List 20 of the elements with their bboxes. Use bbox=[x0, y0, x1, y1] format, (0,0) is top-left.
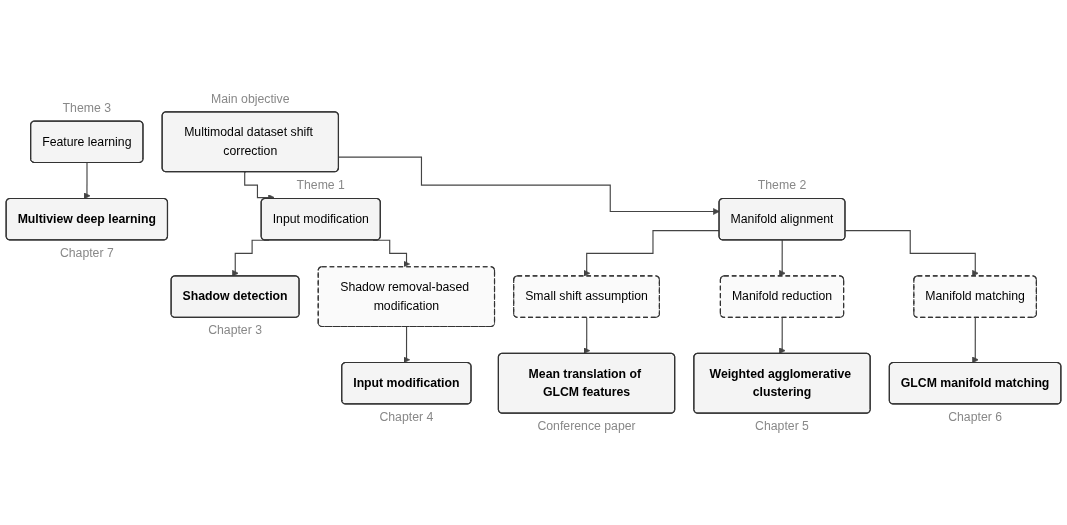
node-label: Theme 1 bbox=[296, 178, 345, 192]
arrow bbox=[972, 317, 979, 364]
arrow bbox=[244, 171, 275, 201]
arrow bbox=[778, 317, 786, 355]
arrow bbox=[583, 230, 720, 277]
node-label: Conference paper bbox=[537, 419, 636, 433]
node-label: Theme 3 bbox=[62, 101, 112, 115]
node-label: Chapter 5 bbox=[755, 419, 809, 433]
arrow bbox=[844, 230, 979, 277]
node-label: Chapter 3 bbox=[208, 323, 263, 337]
arrow bbox=[583, 317, 591, 355]
node-label: Main objective bbox=[211, 91, 290, 105]
arrow bbox=[83, 162, 91, 200]
node-label: Theme 2 bbox=[757, 178, 807, 192]
node-label: Chapter 4 bbox=[379, 410, 434, 424]
arrow bbox=[778, 239, 786, 277]
node-label: Chapter 6 bbox=[948, 410, 1003, 424]
arrow bbox=[338, 156, 720, 215]
arrow bbox=[403, 326, 411, 364]
node-label: Chapter 7 bbox=[59, 246, 114, 260]
